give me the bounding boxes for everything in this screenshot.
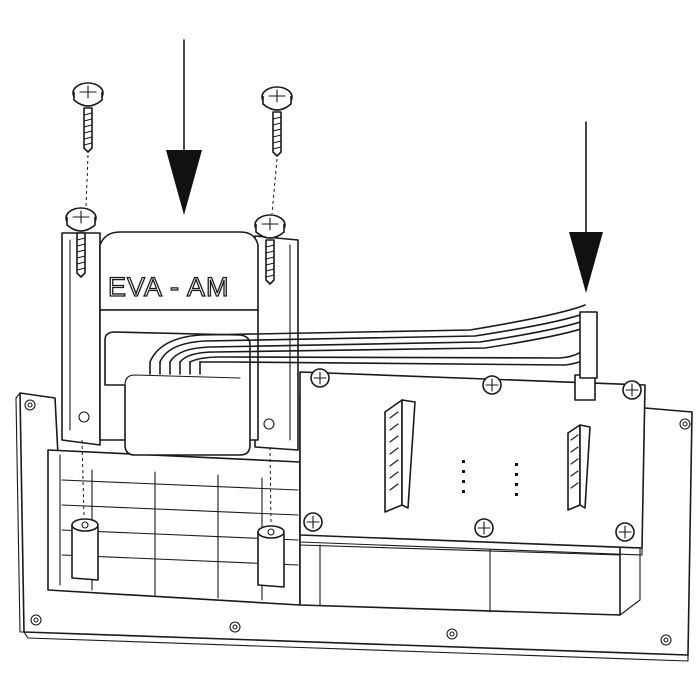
- pcb-screw: [482, 375, 502, 395]
- pcb-screw: [622, 380, 642, 400]
- screw-top-left: [72, 82, 104, 153]
- edge-connector-right: [567, 424, 591, 511]
- edge-connector-left: [384, 399, 416, 513]
- pcb-screw: [303, 512, 323, 532]
- screw-bracket-right: [254, 214, 286, 285]
- transformer-label: EVA - AM: [108, 272, 230, 302]
- screw-top-right: [261, 86, 293, 157]
- screw-bracket-left: [65, 207, 97, 278]
- transformer: EVA - AM: [61, 231, 299, 456]
- pcb-screw: [310, 368, 330, 388]
- pcb-screw: [615, 522, 635, 542]
- circuit-board: [299, 311, 646, 556]
- arrow-down-connector: [569, 121, 603, 293]
- arrow-down-transformer: [166, 39, 202, 215]
- pcb-screw: [474, 518, 494, 538]
- alignment-lines: [81, 154, 278, 526]
